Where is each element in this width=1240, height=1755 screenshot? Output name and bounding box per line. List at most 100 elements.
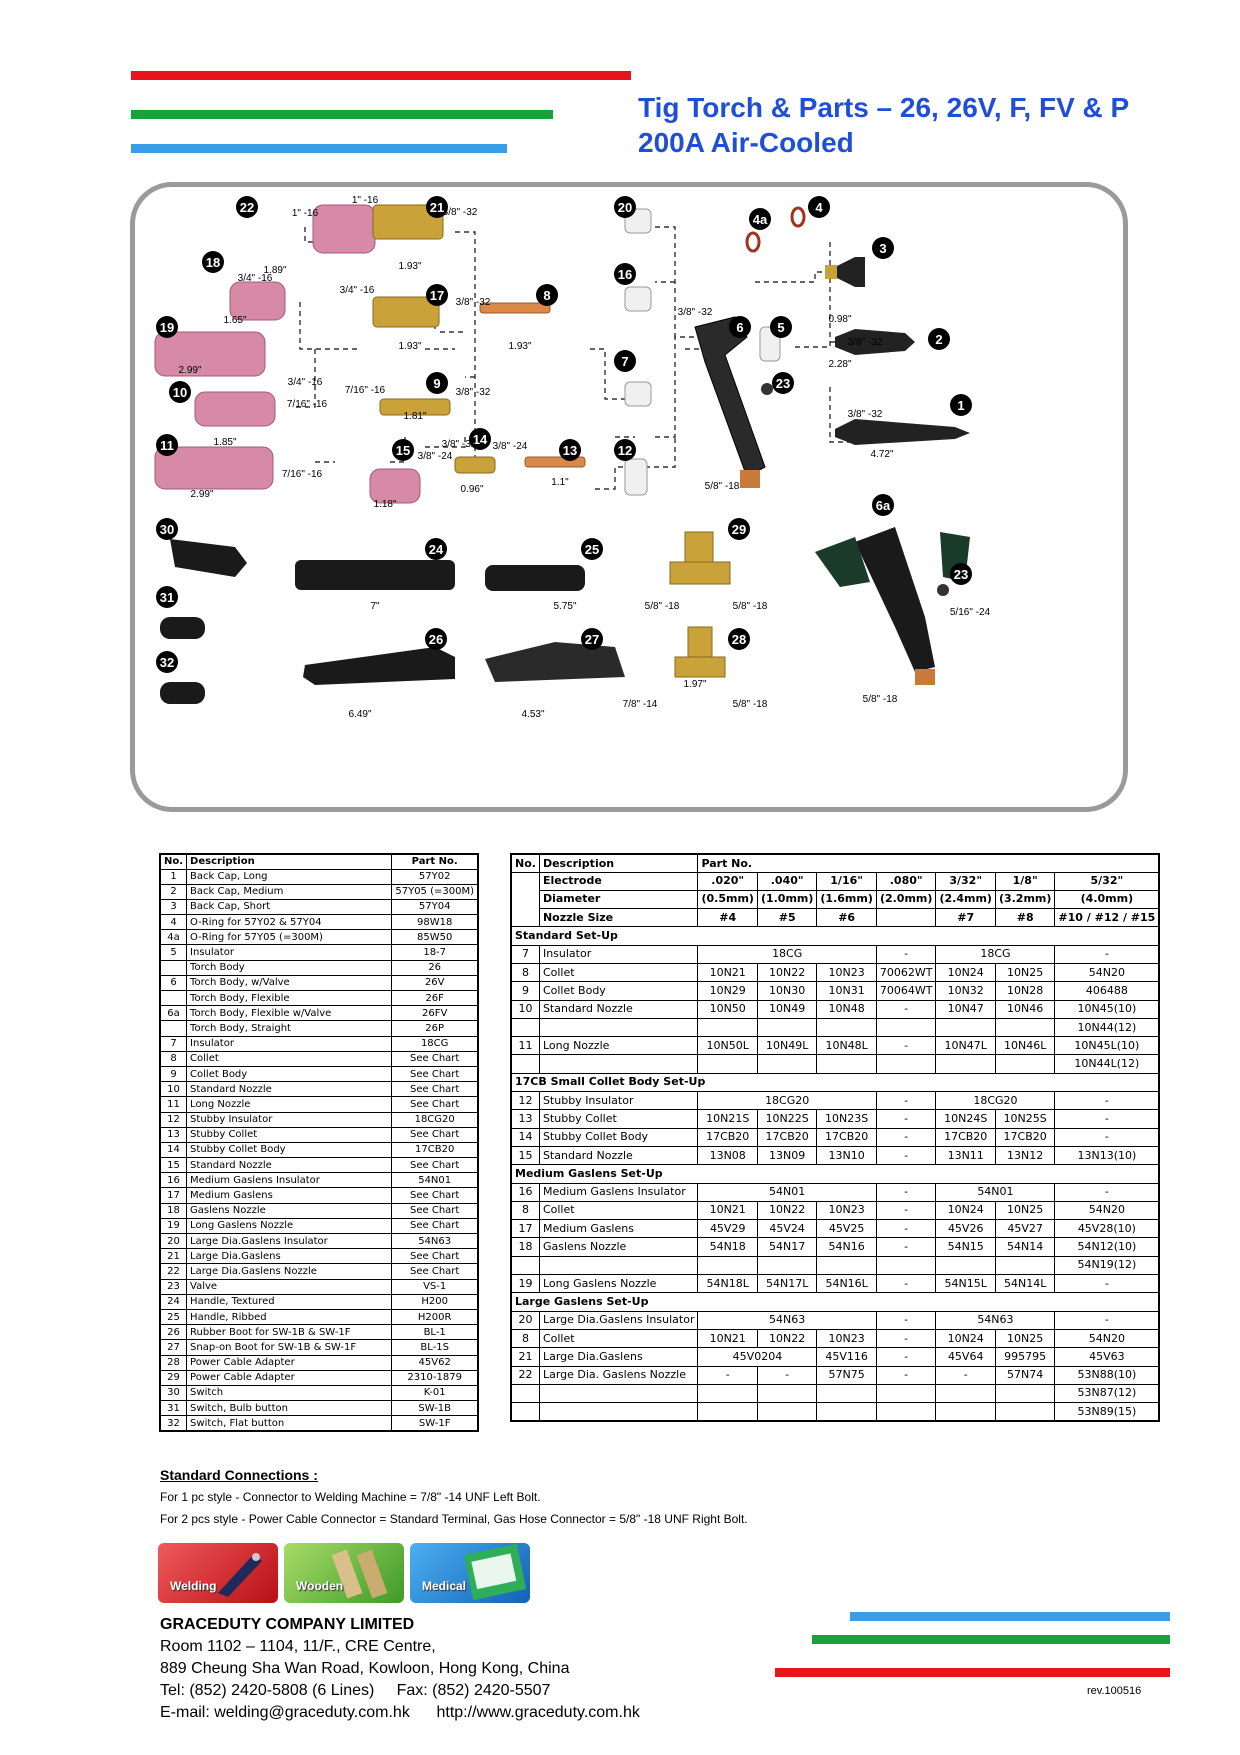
callout-number: 19 xyxy=(160,320,174,335)
chart-cell-value: 10N23S xyxy=(816,1109,877,1129)
chart-cell-description: Insulator xyxy=(538,944,699,964)
callout-badge xyxy=(536,284,558,306)
chart-cell-value xyxy=(756,1054,818,1074)
dimension-label: 3/4" -16 xyxy=(288,377,323,388)
parts-cell-no: 20 xyxy=(159,1232,188,1250)
chart-cell-value: 54N63 xyxy=(697,1310,877,1330)
stubby-collet-body-14 xyxy=(454,456,496,474)
callout-badge xyxy=(950,394,972,416)
chart-cell-value: 45V0204 xyxy=(697,1347,818,1367)
parts-cell-description: Stubby Insulator xyxy=(186,1111,393,1128)
chart-cell-no: 8 xyxy=(510,1200,540,1221)
green-bar-bottom xyxy=(812,1635,1170,1644)
callout-badge xyxy=(426,284,448,306)
chart-header-row: Electrode.020".040"1/16".080"3/32"1/8"5/… xyxy=(510,871,1160,891)
chart-col-part-no: Part No. xyxy=(697,853,1160,873)
chart-cell-value: 54N12(10) xyxy=(1054,1237,1160,1257)
parts-cell-part-no: See Chart xyxy=(391,1126,479,1143)
chart-cell-value xyxy=(935,1255,996,1276)
chart-cell-no: 8 xyxy=(510,1328,540,1349)
callout-number: 31 xyxy=(160,590,174,605)
chart-nozzle-cell: #5 xyxy=(756,908,818,928)
callout-number: 10 xyxy=(173,385,187,400)
callout-badge xyxy=(156,434,178,456)
parts-cell-part-no: 45V62 xyxy=(391,1354,479,1371)
dimension-label: 3/8" -24 xyxy=(493,441,528,452)
chart-cell-value: 18CG20 xyxy=(935,1091,1056,1111)
chart-cell-description: Stubby Insulator xyxy=(538,1091,699,1111)
company-email[interactable]: E-mail: welding@graceduty.com.hk http://… xyxy=(160,1704,640,1721)
title-line-1: Tig Torch & Parts – 26, 26V, F, FV & P xyxy=(638,92,1130,123)
chart-cell-value xyxy=(994,1255,1056,1276)
callout-number: 23 xyxy=(954,567,968,582)
callout-number: 11 xyxy=(160,438,174,453)
parts-cell-no: 3 xyxy=(159,898,188,916)
chart-cell-value xyxy=(756,1402,818,1422)
dimension-label: 1.18" xyxy=(373,499,396,510)
table-row: 54N19(12) xyxy=(510,1255,1160,1276)
dimension-label: 0.98" xyxy=(828,314,851,325)
parts-cell-no: 30 xyxy=(159,1384,188,1402)
chart-cell-value: 10N22S xyxy=(756,1109,818,1129)
power-cable-adapter-28 xyxy=(674,656,726,678)
parts-cell-description: Insulator xyxy=(186,944,393,961)
chart-cell-value: 54N15L xyxy=(935,1274,996,1294)
chart-cell-description: Stubby Collet xyxy=(538,1109,699,1129)
parts-cell-part-no: 26 xyxy=(391,959,479,976)
chart-header-row: Diameter(0.5mm)(1.0mm)(1.6mm)(2.0mm)(2.4… xyxy=(510,889,1160,910)
company-address-2: 889 Cheung Sha Wan Road, Kowloon, Hong K… xyxy=(160,1660,570,1677)
dimension-label: 1" -16 xyxy=(292,208,319,219)
chart-electrode-cell: 3/32" xyxy=(935,871,996,891)
callout-number: 1 xyxy=(957,398,964,413)
chart-cell-value: 10N49 xyxy=(756,999,818,1019)
parts-cell-no: 18 xyxy=(159,1202,188,1219)
parts-cell-description: O-Ring for 57Y05 (=300M) xyxy=(186,929,393,946)
chart-cell-value: 10N25 xyxy=(994,1200,1056,1221)
parts-cell-no xyxy=(159,1020,188,1037)
callout-badge xyxy=(469,428,491,450)
parts-cell-no: 19 xyxy=(159,1217,188,1235)
chart-cell-value: 54N14L xyxy=(994,1274,1056,1294)
parts-cell-part-no: See Chart xyxy=(391,1202,479,1219)
dimension-label: 3/8" -32 xyxy=(442,439,477,450)
chart-cell-description: Large Dia.Gaslens Insulator xyxy=(538,1310,699,1330)
chart-cell-description: Collet Body xyxy=(538,981,699,1001)
chart-cell-value xyxy=(816,1017,877,1038)
callout-number: 27 xyxy=(585,632,599,647)
chart-cell-value: - xyxy=(875,999,937,1019)
chart-row-label: Electrode xyxy=(538,871,699,891)
callout-number: 29 xyxy=(732,522,746,537)
chart-cell-value: - xyxy=(875,1182,937,1202)
parts-cell-part-no: See Chart xyxy=(391,1081,479,1098)
red-bar-top xyxy=(131,71,631,80)
wood-sticks-icon xyxy=(331,1549,388,1599)
chart-cell-value: 10N21 xyxy=(697,1200,758,1221)
medical-logo: Medical xyxy=(410,1543,530,1603)
parts-cell-part-no: SW-1F xyxy=(391,1415,479,1432)
callout-badge xyxy=(728,628,750,650)
chart-nozzle-cell: #10 / #12 / #15 xyxy=(1054,908,1160,928)
chart-section-title: 17CB Small Collet Body Set-Up xyxy=(510,1072,1160,1093)
chart-row-label: Nozzle Size xyxy=(538,908,699,928)
dimension-label: 7/16" -16 xyxy=(345,385,386,396)
parts-cell-no: 8 xyxy=(159,1050,188,1067)
chart-cell-description xyxy=(538,1402,699,1422)
connections-heading: Standard Connections : xyxy=(160,1467,318,1483)
chart-cell-value: 54N17 xyxy=(756,1237,818,1257)
parts-cell-part-no: See Chart xyxy=(391,1065,479,1083)
chart-diameter-cell: (2.4mm) xyxy=(935,889,996,910)
parts-cell-description: Snap-on Boot for SW-1B & SW-1F xyxy=(186,1339,393,1356)
back-cap-medium-2 xyxy=(835,329,915,355)
